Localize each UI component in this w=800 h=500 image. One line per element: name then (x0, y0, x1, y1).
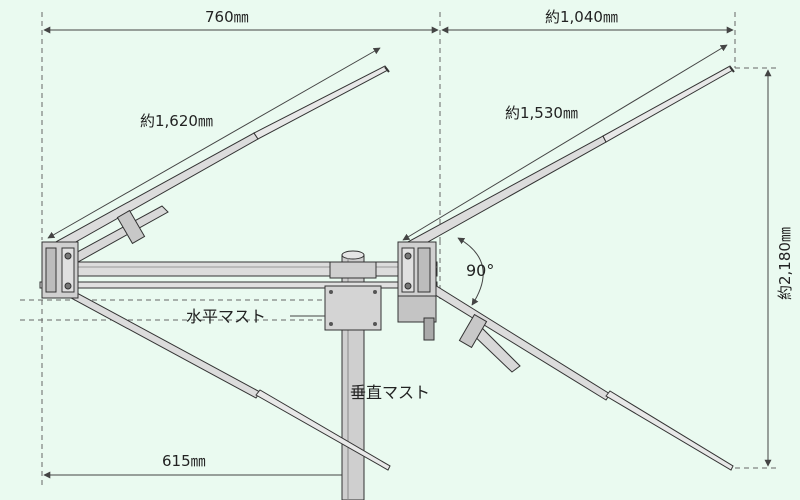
right-element (403, 65, 735, 471)
horizontal-mast-label: 水平マスト (186, 307, 266, 326)
left-element (51, 65, 391, 471)
mount-plate (324, 261, 382, 331)
vertical-mast-label: 垂直マスト (350, 383, 430, 402)
angle-arc (457, 237, 484, 306)
dimension-lines (43, 26, 772, 479)
dim-label-1530: 約1,530㎜ (505, 104, 578, 122)
dim-label-1620: 約1,620㎜ (140, 112, 213, 130)
dim-1620 (47, 47, 381, 239)
dim-label-1040: 約1,040㎜ (545, 8, 618, 26)
horizontal-mast (39, 261, 438, 289)
left-bracket (41, 241, 79, 299)
dim-label-615: 615㎜ (162, 452, 206, 470)
angle-label: 90° (466, 261, 494, 280)
right-bracket (397, 241, 437, 341)
dim-label-760: 760㎜ (205, 8, 249, 26)
dim-1530 (402, 44, 728, 241)
dim-label-2180: 約2,180㎜ (776, 227, 794, 300)
